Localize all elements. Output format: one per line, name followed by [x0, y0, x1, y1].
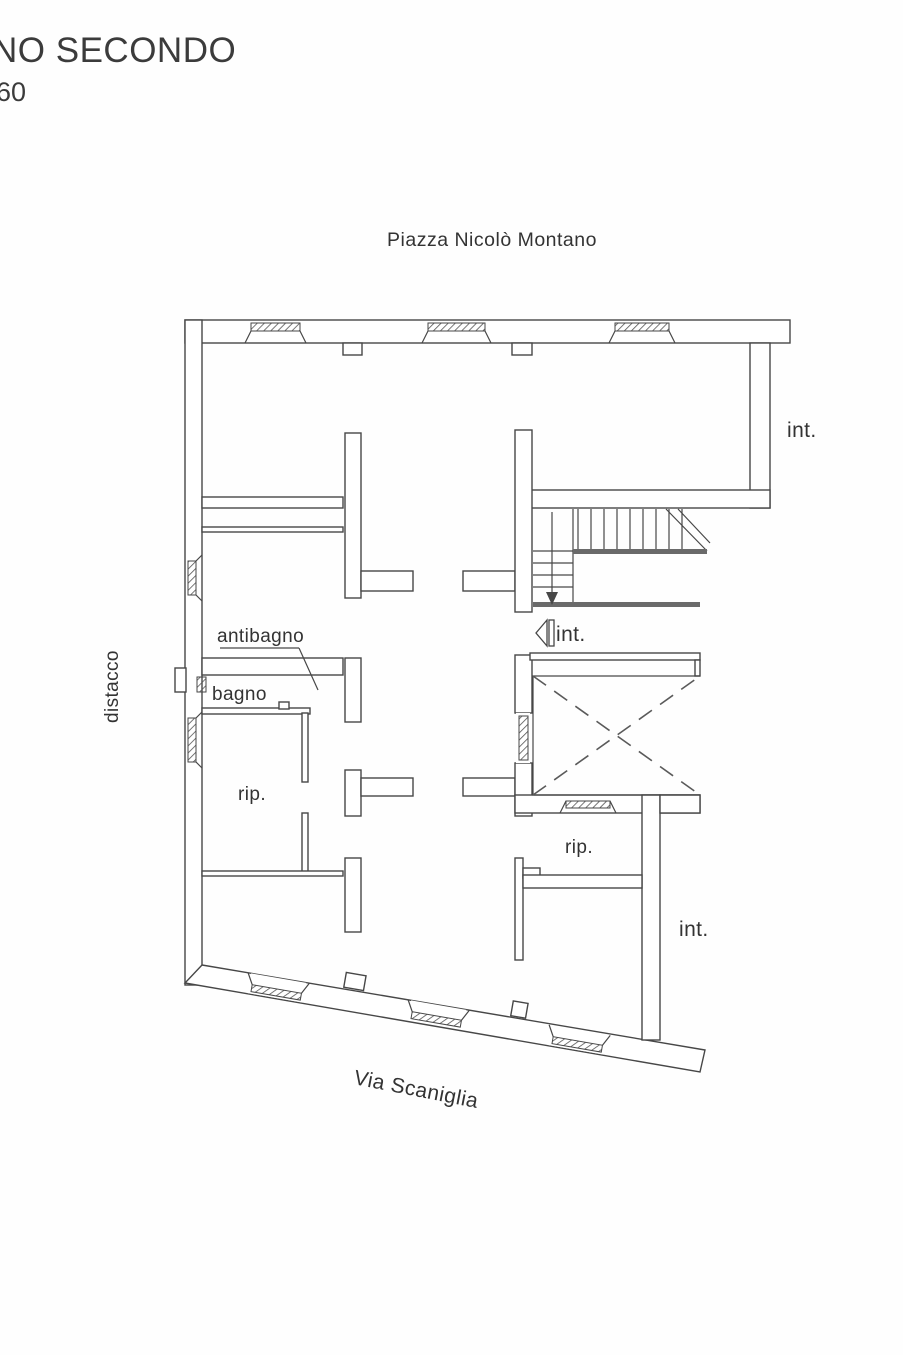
- room-label-int-stair-landing: int.: [556, 623, 586, 646]
- stair-landing-edge: [533, 602, 700, 607]
- window-symbols-top: [244, 322, 676, 344]
- window-symbol: [196, 676, 207, 693]
- window-symbol: [548, 1024, 611, 1055]
- stair-landing-edge: [573, 549, 707, 554]
- street-label-top: Piazza Nicolò Montano: [387, 229, 597, 251]
- window-symbol: [186, 711, 203, 769]
- window-symbol: [421, 322, 492, 344]
- window-symbol: [247, 972, 310, 1003]
- stair-direction-arrow: [546, 512, 558, 605]
- room-label-rip-right: rip.: [565, 837, 593, 858]
- interior-walls: [201, 342, 701, 1041]
- courtyard-shaft: [532, 675, 701, 796]
- page-title: NO SECONDO: [0, 31, 236, 70]
- room-label-int-lower-right: int.: [679, 918, 709, 941]
- room-label-rip-left: rip.: [238, 784, 266, 805]
- window-symbol: [244, 322, 307, 344]
- window-symbol: [608, 322, 676, 344]
- window-symbol: [559, 797, 617, 814]
- scale-label: 60: [0, 77, 26, 107]
- street-label-bottom: Via Scaniglia: [352, 1066, 480, 1113]
- stair-break-line: [677, 508, 711, 544]
- window-symbols-bottom: [247, 972, 611, 1055]
- room-label-int-upper-right: int.: [787, 419, 817, 442]
- window-symbol: [407, 999, 470, 1030]
- courtyard-x-mark: [532, 675, 701, 796]
- window-symbol: [516, 713, 530, 763]
- stair-treads-upper: [577, 509, 683, 551]
- staircase: [533, 508, 711, 607]
- antibagno-leader-line: [220, 647, 319, 691]
- window-symbol: [186, 554, 203, 602]
- room-label-bagno: bagno: [212, 684, 267, 705]
- outer-walls: [174, 319, 791, 1073]
- room-label-antibagno: antibagno: [217, 626, 304, 647]
- stair-treads-lower: [533, 550, 573, 588]
- door-symbol: [535, 618, 555, 648]
- side-label-distacco: distacco: [102, 650, 123, 723]
- window-symbols-left: [186, 554, 207, 769]
- stair-break-line: [665, 508, 708, 552]
